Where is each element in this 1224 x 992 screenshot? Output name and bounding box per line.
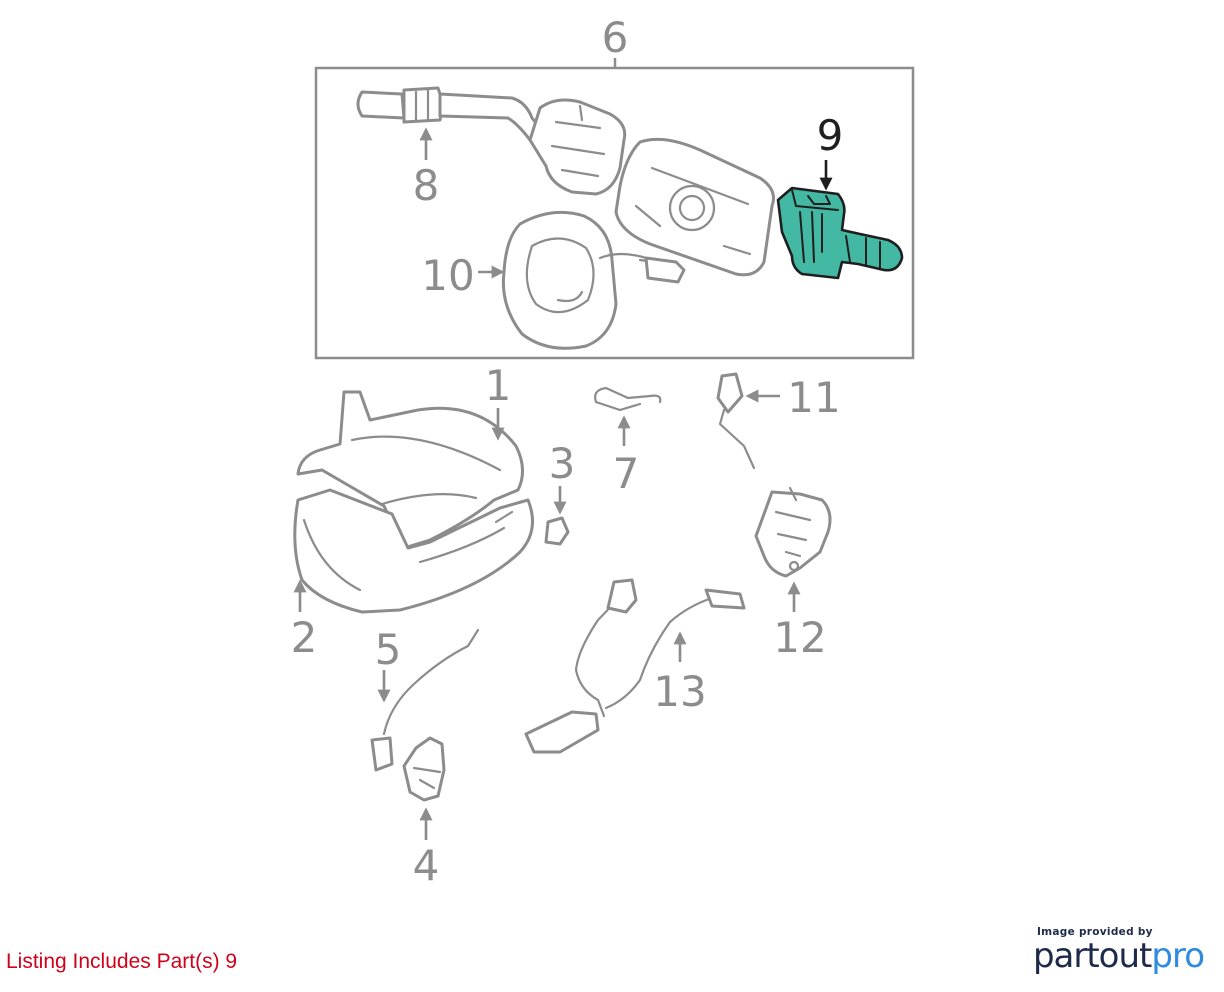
callout-3: 3 xyxy=(549,439,576,488)
part-switch-housing xyxy=(528,98,627,196)
callout-8: 8 xyxy=(413,161,440,210)
callout-10: 10 xyxy=(421,251,474,300)
brand-wordmark: partoutpro xyxy=(1032,936,1205,976)
part-3-clip xyxy=(544,516,570,546)
brand-caption: Image provided by xyxy=(1036,926,1153,938)
callout-9: 9 xyxy=(817,111,844,160)
part-combination-switch-body xyxy=(614,137,775,277)
part-2-lower-cover xyxy=(293,488,534,614)
callout-12: 12 xyxy=(773,613,826,662)
callout-2: 2 xyxy=(291,613,318,662)
callout-4: 4 xyxy=(413,841,440,890)
callout-13: 13 xyxy=(653,667,706,716)
part-7-harness xyxy=(594,386,662,412)
callout-1: 1 xyxy=(485,361,512,410)
part-9-highlighted-switch xyxy=(776,186,904,280)
brand-wordmark-part2: pro xyxy=(1151,936,1205,976)
part-10-clock-spring xyxy=(501,210,686,350)
part-13-cable-assembly xyxy=(524,578,746,754)
part-12-bracket xyxy=(754,486,832,578)
part-5-sensor-wire xyxy=(370,628,480,772)
part-4-switch xyxy=(402,736,446,802)
listing-note: Listing Includes Part(s) 9 xyxy=(6,950,238,973)
callout-5: 5 xyxy=(375,625,402,674)
brand-wordmark-part1: partout xyxy=(1032,936,1152,976)
part-8-lever xyxy=(356,86,542,142)
part-1-upper-cover xyxy=(296,390,524,550)
part-11-cable xyxy=(716,372,756,470)
brand-logo: Image provided by partoutpro xyxy=(1032,926,1205,976)
callout-6: 6 xyxy=(602,13,629,62)
callout-11: 11 xyxy=(787,373,840,422)
callout-7: 7 xyxy=(613,449,640,498)
